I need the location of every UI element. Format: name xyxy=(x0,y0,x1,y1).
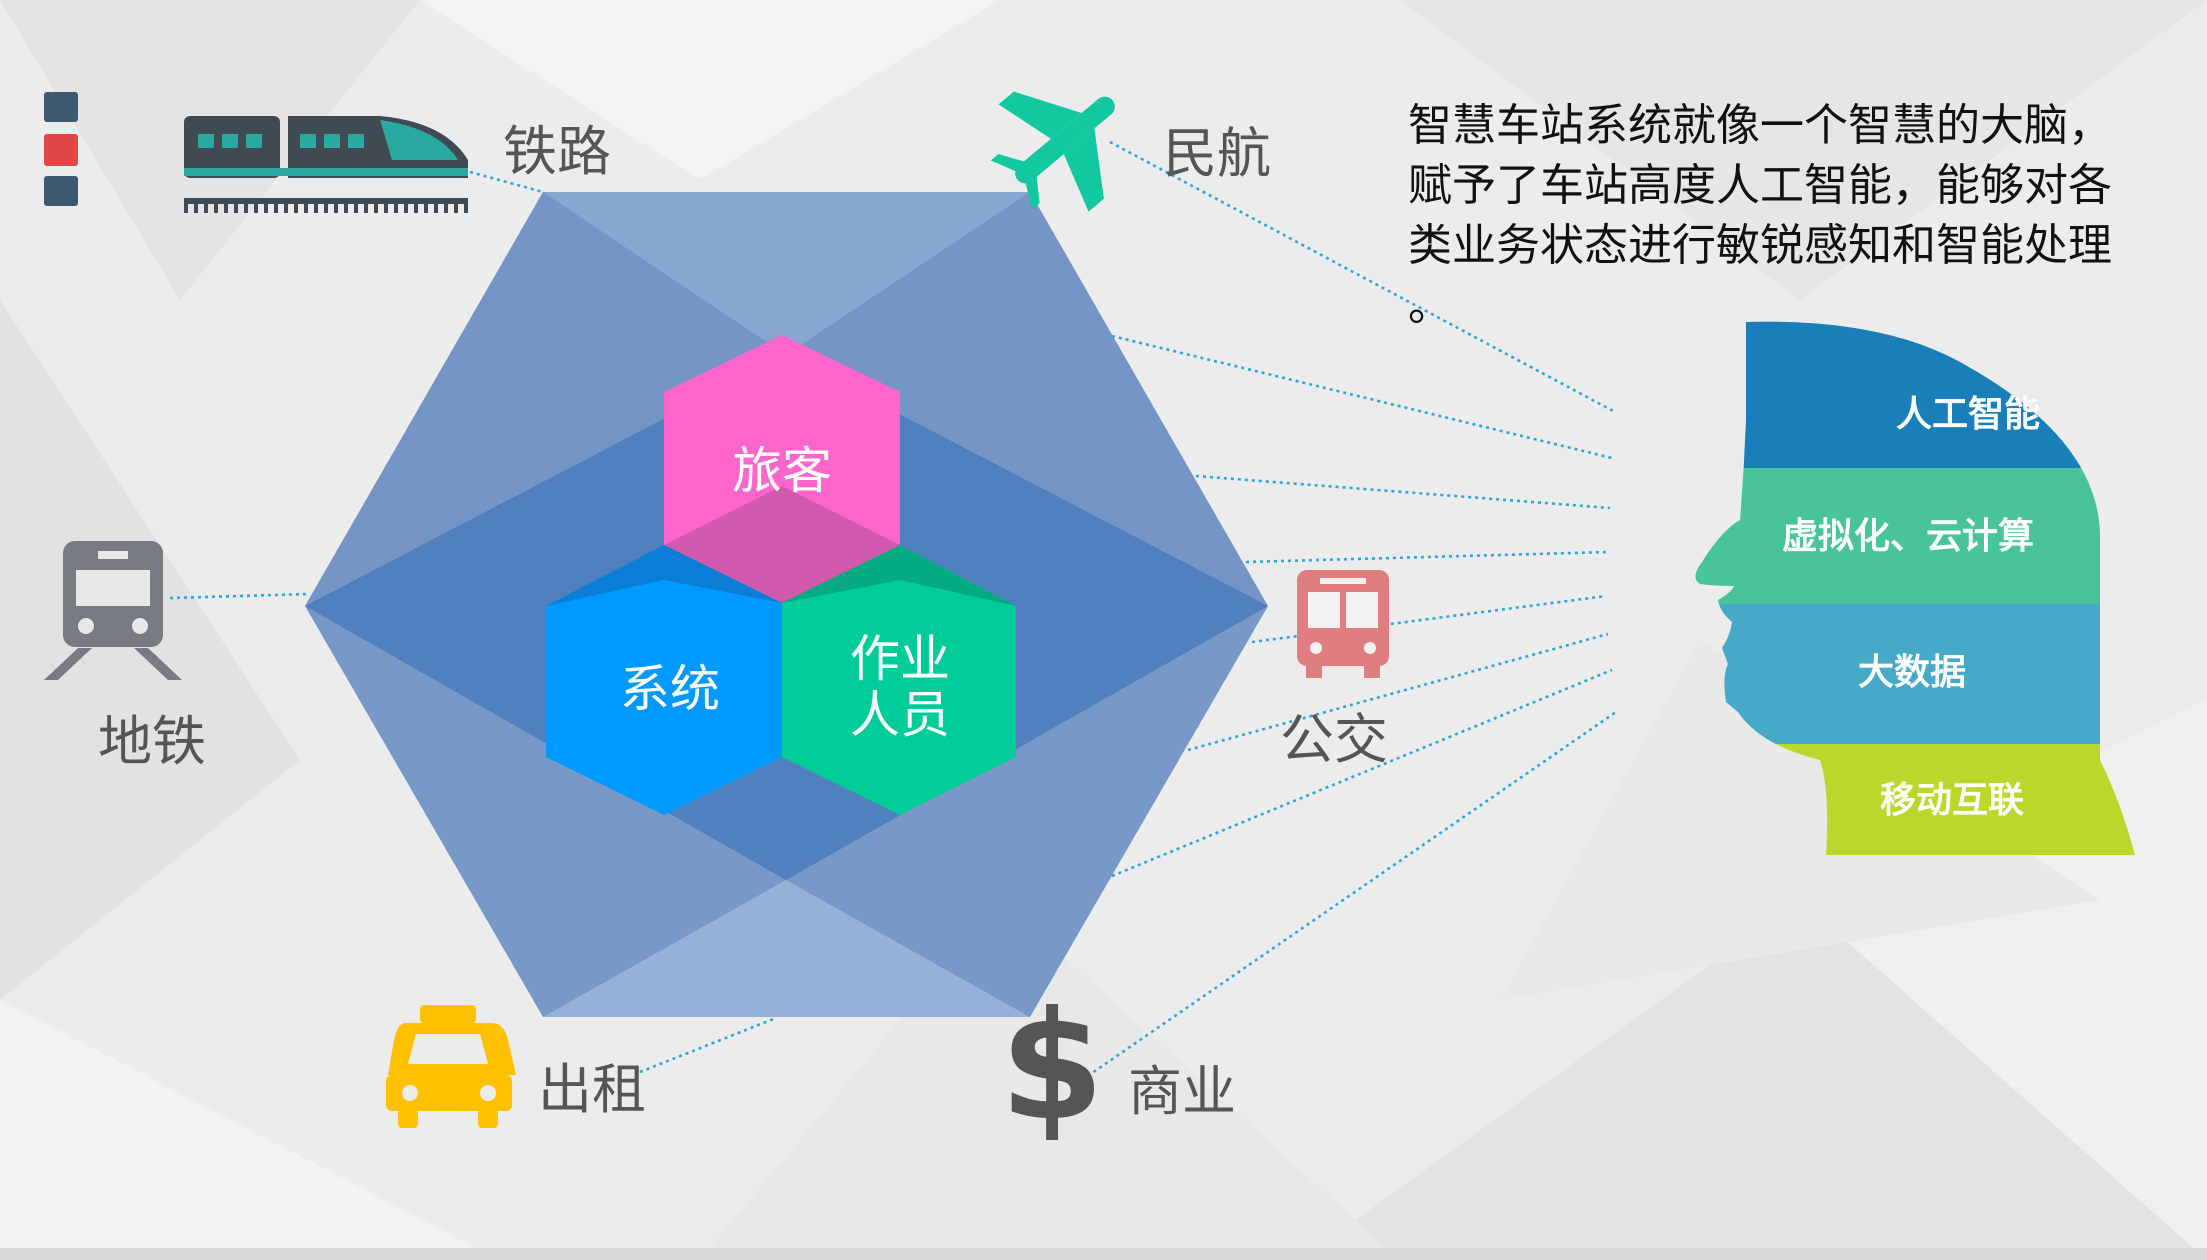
label-railway: 铁路 xyxy=(503,120,611,183)
label-bus: 公交 xyxy=(1280,708,1388,771)
cube-label-system: 系统 xyxy=(620,660,720,718)
cube-label-staff-line2: 人员 xyxy=(850,686,950,744)
label-aviation: 民航 xyxy=(1163,122,1271,185)
cube-label-staff-line1: 作业 xyxy=(850,630,950,688)
description-text: 智慧车站系统就像一个智慧的大脑， 赋予了车站高度人工智能，能够对各 类业务状态进… xyxy=(1408,96,2128,336)
cube-right-face xyxy=(782,545,1016,815)
connector-lines xyxy=(169,140,1617,1082)
description-line: 类业务状态进行敏锐感知和智能处理 xyxy=(1408,220,2112,271)
description-line: 。 xyxy=(1408,280,1452,331)
head-label-mobile: 移动互联 xyxy=(1880,780,2024,821)
label-commerce: 商业 xyxy=(1128,1060,1236,1123)
head-silhouette xyxy=(1695,321,2135,856)
decor-squares xyxy=(44,92,78,206)
head-layer-bigdata xyxy=(1695,604,2135,744)
head-label-cloud: 虚拟化、云计算 xyxy=(1782,516,2034,557)
center-cube: 旅客 系统 作业 人员 xyxy=(546,335,1016,815)
airplane-icon xyxy=(990,91,1115,212)
taxi-icon xyxy=(386,1005,516,1128)
description-line: 赋予了车站高度人工智能，能够对各 xyxy=(1408,160,2112,211)
label-taxi: 出租 xyxy=(538,1058,646,1121)
cube-left-face xyxy=(546,545,782,815)
bus-icon xyxy=(1297,570,1389,678)
cube-label-passenger: 旅客 xyxy=(732,442,832,500)
head-label-ai: 人工智能 xyxy=(1896,394,2040,435)
description-line: 智慧车站系统就像一个智慧的大脑， xyxy=(1408,100,2112,151)
head-label-bigdata: 大数据 xyxy=(1858,652,1966,693)
head-layer-cloud xyxy=(1695,468,2135,604)
metro-icon xyxy=(44,541,182,680)
label-metro: 地铁 xyxy=(98,710,206,773)
dollar-icon: $ xyxy=(1000,980,1104,1154)
train-icon xyxy=(181,116,471,213)
